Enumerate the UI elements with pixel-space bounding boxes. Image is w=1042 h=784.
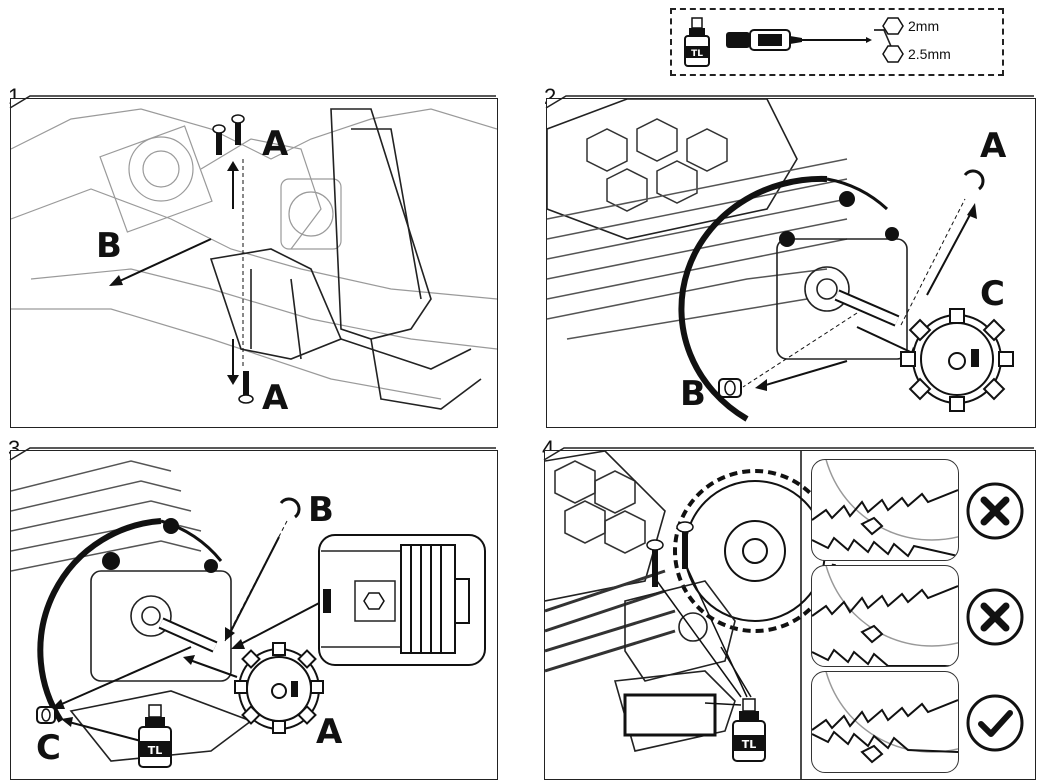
- step-1-callout-a-top: A: [262, 124, 289, 164]
- step-1-illustration: [11, 108, 497, 410]
- step-3-illustration: TL: [11, 460, 486, 768]
- step-1-panel: [10, 98, 498, 428]
- step-4-panel: TL: [544, 450, 1036, 780]
- step-1-callout-a-bottom: A: [262, 378, 289, 418]
- step-4-threadlock-label: TL: [742, 738, 757, 751]
- step-3-pinion-gear: [234, 642, 324, 734]
- step-4-screw-1: [646, 539, 664, 587]
- step-2-e-clip: [963, 169, 985, 191]
- tools-required-box: TL 2mm 2.5mm: [670, 8, 1004, 76]
- step-2-pinion-gear: [900, 308, 1014, 412]
- step-1-callout-b: B: [96, 226, 122, 266]
- threadlock-label: TL: [691, 49, 703, 59]
- gear-mesh-example-1: [811, 459, 959, 561]
- step-4-threadlock-bottle: TL: [732, 698, 766, 762]
- hex-size-2mm: 2mm: [908, 18, 940, 34]
- gear-mesh-example-3: [811, 671, 959, 773]
- hex-2mm-icon: [882, 17, 904, 35]
- step-2-illustration: [547, 99, 1014, 422]
- step-3-threadlock-label: TL: [148, 744, 163, 757]
- hex-2-5mm-icon: [882, 45, 904, 63]
- step-2-callout-c: C: [980, 274, 1005, 314]
- step-3-e-clip: [279, 497, 301, 519]
- step-3-callout-c: C: [36, 728, 61, 768]
- step-2-callout-a: A: [980, 126, 1007, 166]
- incorrect-x-icon: [966, 482, 1024, 540]
- step-4-screw-2: [676, 521, 694, 569]
- incorrect-x-icon: [966, 588, 1024, 646]
- hex-driver-icon: [726, 29, 872, 51]
- step-3-callout-b: B: [308, 490, 334, 530]
- step-2-panel: [546, 98, 1036, 428]
- step-2-callout-b: B: [680, 374, 706, 414]
- step-1-screw-top-2: [231, 114, 245, 145]
- correct-check-icon: [966, 694, 1024, 752]
- hex-size-2-5mm: 2.5mm: [908, 46, 951, 62]
- step-1-screw-bottom: [238, 371, 254, 404]
- step-3-panel: TL: [10, 450, 498, 780]
- gear-mesh-example-2: [811, 565, 959, 667]
- step-2-bushing: [718, 378, 742, 398]
- step-3-detail-inset: [318, 534, 486, 666]
- step-3-callout-a: A: [316, 712, 343, 752]
- threadlock-bottle-icon: TL: [684, 17, 710, 67]
- step-1-screw-top-1: [212, 124, 226, 155]
- step-3-bushing: [36, 706, 56, 724]
- step-3-threadlock-bottle: TL: [138, 704, 172, 768]
